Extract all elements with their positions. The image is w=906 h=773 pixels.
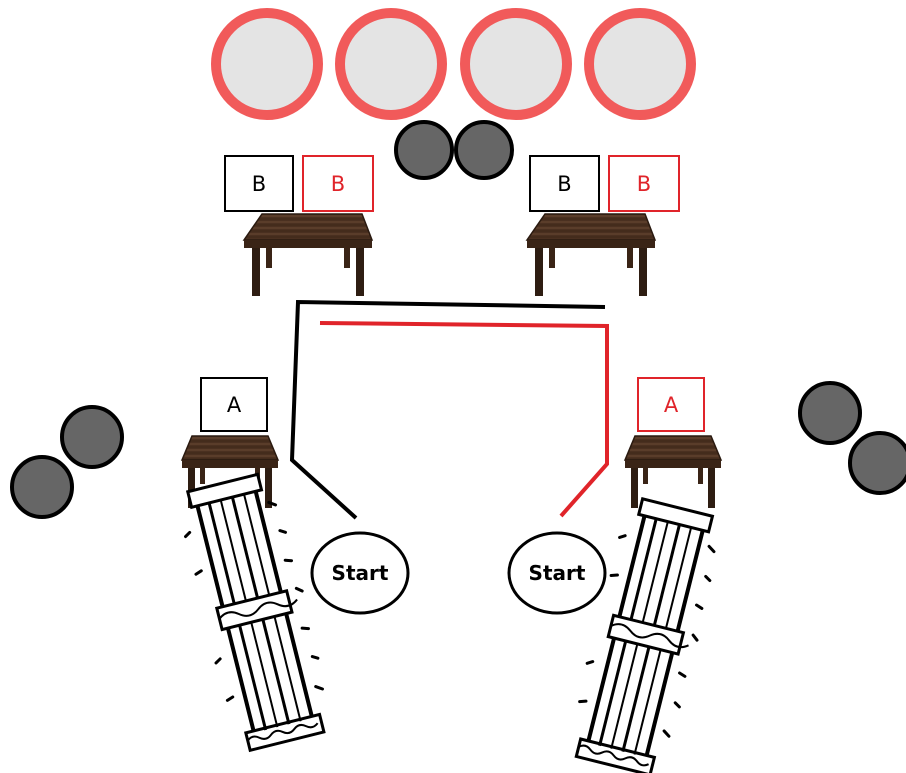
large-disc-2 (335, 8, 447, 120)
table-top-left (243, 213, 373, 297)
start-label-right: Start (528, 561, 586, 585)
fallen-column-left (172, 468, 339, 756)
table-top-right (526, 213, 656, 297)
large-disc-1 (211, 8, 323, 120)
small-disc (848, 431, 906, 495)
label-box-a-left: A (200, 377, 268, 432)
fallen-column-right (562, 493, 730, 773)
small-disc (798, 381, 862, 445)
small-disc (10, 455, 74, 519)
small-disc (454, 120, 514, 180)
large-disc-3 (460, 8, 572, 120)
label-box-b-black-right: B (529, 155, 600, 212)
table-mid-right (624, 435, 722, 509)
path-black (289, 299, 606, 520)
small-disc-group-left (10, 405, 124, 519)
path-red (319, 321, 609, 518)
small-disc-group-right (798, 381, 906, 495)
small-disc-group-top (394, 120, 514, 180)
small-disc (394, 120, 454, 180)
label-box-b-red-left: B (302, 155, 374, 212)
start-circle-right (507, 531, 607, 615)
start-circle-left (310, 531, 410, 615)
label-box-a-right: A (637, 377, 705, 432)
start-label-left: Start (331, 561, 389, 585)
large-disc-4 (584, 8, 696, 120)
label-box-b-red-right: B (608, 155, 680, 212)
large-disc-row (211, 8, 696, 120)
label-box-b-black-left: B (224, 155, 294, 212)
small-disc (60, 405, 124, 469)
